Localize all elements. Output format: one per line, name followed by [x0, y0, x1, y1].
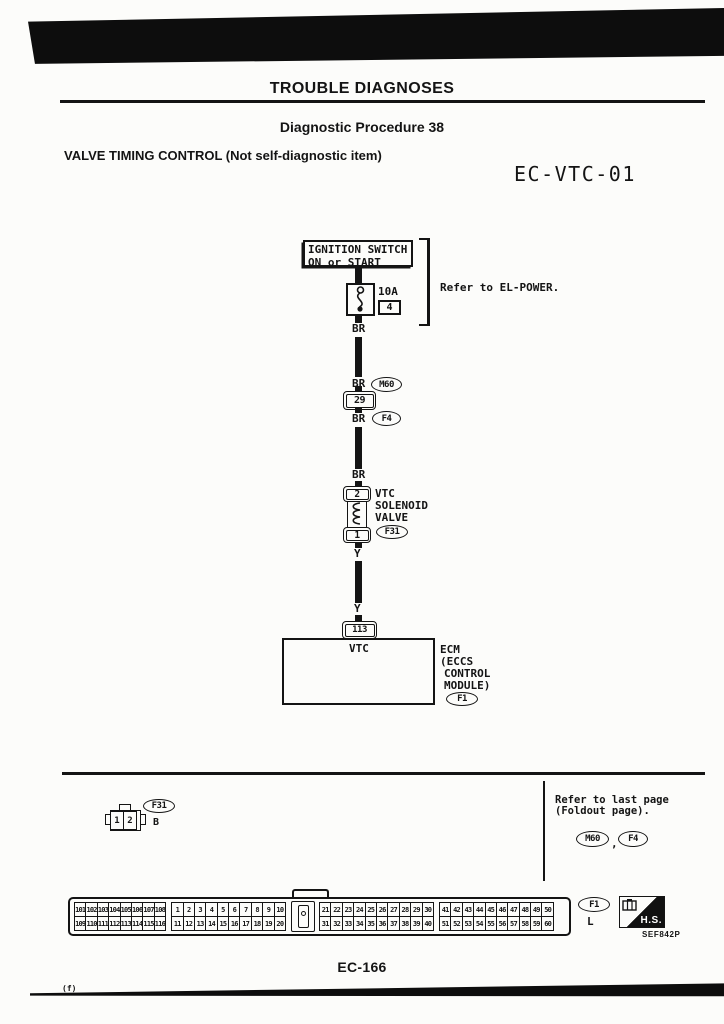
ecm-signal-label: VTC	[349, 642, 369, 655]
ecm-label-line2: (ECCS	[440, 655, 474, 668]
footer-rule	[62, 772, 705, 775]
solenoid-valve-body	[347, 501, 367, 528]
wire-color-label: Y	[354, 547, 361, 560]
footer-ref-comma: ,	[611, 837, 618, 850]
pin-cell: 60	[541, 916, 554, 931]
pin-cell: 38	[398, 916, 412, 931]
fuse-rating: 10A	[378, 285, 398, 298]
header-rule	[60, 100, 705, 103]
fuse-slot-box: 4	[378, 300, 401, 315]
ecm-pin-box: 113	[342, 621, 377, 639]
hs-label: H.S.	[640, 915, 662, 926]
procedure-title: Diagnostic Procedure 38	[279, 119, 445, 135]
ignition-switch-line2: ON or START	[308, 256, 381, 269]
ecm-label-line1: ECM	[440, 643, 460, 656]
refer-last-page-line1: Refer to last page	[555, 794, 669, 806]
ecm-label-line3: CONTROL	[444, 667, 491, 680]
wire-color-label: Y	[354, 602, 361, 615]
connector-ref-f1: F1	[446, 692, 478, 706]
hs-logo: H.S.	[619, 896, 665, 928]
photo-ref-code: SEF842P	[642, 930, 681, 939]
pin-cell: 57	[507, 916, 520, 931]
pin-cell: 50	[541, 902, 554, 917]
valve-name-line3: VALVE	[375, 511, 409, 524]
valve-pin-top: 2	[345, 488, 369, 500]
wire-segment	[355, 615, 362, 622]
ecm-block: VTC	[282, 638, 435, 705]
wire-color-label: BR	[352, 468, 366, 481]
pin-cell: 115	[142, 916, 155, 931]
ecm-grid-bolt-slot	[297, 905, 309, 928]
connector-ref-f4: F4	[372, 411, 401, 426]
valve-name-line2: SOLENOID	[375, 499, 428, 512]
fuse-symbol	[346, 283, 375, 316]
wire-color-label: BR	[352, 412, 366, 425]
wire-color-label: BR	[352, 322, 366, 335]
refer-bracket	[419, 238, 430, 326]
page-subtitle: VALVE TIMING CONTROL (Not self-diagnosti…	[64, 148, 382, 163]
connector-glyph-icon	[622, 899, 637, 911]
f31-view-color: B	[153, 817, 160, 828]
connector-ref-f31: F31	[376, 525, 408, 539]
valve-name-line1: VTC	[375, 487, 395, 500]
footer-ref-m60: M60	[576, 831, 609, 847]
ecm-pin-number: 113	[344, 623, 375, 637]
wire-segment	[355, 337, 362, 377]
through-connector-29-pin: 29	[345, 393, 374, 408]
diagram-code: EC-VTC-01	[514, 162, 636, 186]
ecm-label-line4: MODULE)	[444, 679, 491, 692]
wire-segment	[355, 266, 362, 284]
wire-segment	[355, 543, 362, 548]
scan-margin-mark: (f)	[62, 984, 77, 993]
pin-cell: 10	[273, 902, 287, 917]
pin-cell: 30	[421, 902, 434, 917]
wire-segment	[355, 408, 362, 413]
wire-segment	[355, 386, 362, 392]
connector-ref-m60: M60	[371, 377, 402, 392]
f31-pin-cell: 2	[123, 811, 137, 830]
pin-cell: 54	[473, 916, 486, 931]
wire-segment	[355, 314, 362, 323]
refer-el-power-note: Refer to EL-POWER.	[440, 281, 560, 294]
f31-pin-cell: 1	[110, 811, 124, 830]
ecm-grid-tab	[292, 889, 329, 900]
top-black-bar	[28, 8, 724, 64]
wire-segment	[355, 481, 362, 487]
bolt-hole-icon	[300, 911, 306, 916]
f31-view-code: F31	[143, 799, 175, 813]
coil-icon	[352, 502, 361, 525]
ignition-switch-box: IGNITION SWITCH ON or START	[303, 240, 413, 269]
wire-segment	[355, 427, 362, 469]
pin-cell: 18	[250, 916, 264, 931]
bottom-black-bar	[30, 983, 724, 997]
refer-last-page-line2: (Foldout page).	[555, 805, 650, 817]
pin-cell: 40	[421, 916, 434, 931]
footer-ref-f4: F4	[618, 831, 648, 847]
valve-pin-top-box: 2	[343, 486, 371, 502]
fuse-icon	[356, 286, 365, 312]
valve-pin-bottom-box: 1	[343, 527, 371, 543]
pin-cell: 20	[273, 916, 287, 931]
section-title: TROUBLE DIAGNOSES	[269, 80, 455, 97]
ecm-grid-bolt-mount	[291, 901, 316, 932]
valve-pin-bottom: 1	[345, 529, 369, 541]
pin-cell: 116	[153, 916, 167, 931]
wire-segment	[355, 561, 362, 603]
pin-cell: 108	[153, 902, 167, 917]
page-number: EC-166	[337, 959, 387, 975]
ecm-view-color: L	[587, 915, 594, 928]
ecm-view-code: F1	[578, 897, 610, 912]
ignition-switch-line1: IGNITION SWITCH	[308, 243, 408, 256]
footer-divider	[543, 781, 545, 881]
